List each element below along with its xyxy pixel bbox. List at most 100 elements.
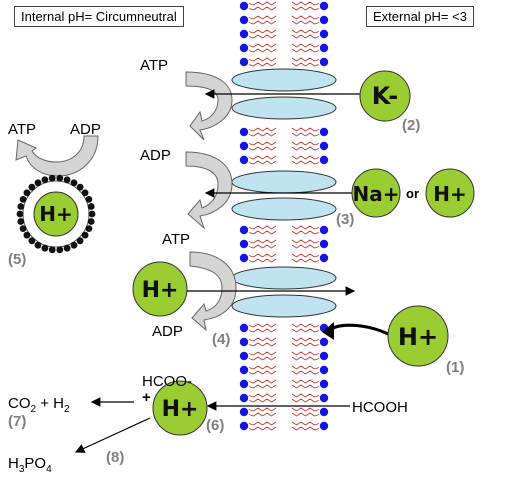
lipid-head	[319, 29, 329, 39]
lipid-tail	[291, 230, 320, 235]
lipid-tail	[248, 365, 277, 370]
lipid-head	[239, 57, 249, 67]
lipid-tail	[248, 132, 277, 137]
lipid-tail	[291, 426, 320, 431]
lipid-tail	[291, 1, 320, 6]
h-ion-circle-formate	[152, 380, 208, 436]
h-ion-label-leak: H+	[398, 323, 438, 351]
lipid-tail	[248, 393, 277, 398]
k-ion-circle	[359, 70, 411, 122]
lipid-tail	[248, 398, 277, 403]
step-number-4: (4)	[212, 331, 230, 348]
lipid-tail	[291, 132, 320, 137]
lipid-head	[319, 225, 329, 235]
vesicle-lipid-head	[85, 196, 93, 203]
vesicle-lipid-head	[34, 241, 42, 249]
channels	[231, 68, 337, 318]
lipid-head	[319, 351, 329, 361]
lipid-tail	[248, 155, 277, 160]
atp-arrow-h	[189, 251, 237, 332]
h-pump-bottom	[231, 294, 337, 318]
lipid-tail	[291, 155, 320, 160]
h-ion-label-vesicle: H+	[39, 202, 73, 226]
vesicle-lipid-head	[81, 189, 89, 197]
lipid-tail	[248, 351, 277, 356]
lipid-tail	[291, 342, 320, 347]
h3po4-arrow	[74, 417, 151, 453]
k-channel-bottom	[231, 96, 337, 120]
lipid-tail	[248, 1, 277, 6]
h-ion-circle-ext	[425, 168, 475, 218]
vesicle-lipid-head	[16, 210, 24, 218]
vesicle-lipid-head	[56, 246, 64, 254]
plus-label: +	[142, 389, 151, 406]
lipid-head	[319, 43, 329, 53]
h-leak-arrowhead	[322, 322, 334, 340]
step-number-8: (8)	[106, 449, 124, 466]
lipid-tail	[291, 323, 320, 328]
external-ph-label: External pH= <3	[366, 6, 474, 27]
vesicle-lipid-head	[56, 174, 64, 182]
lipid-tail	[248, 43, 277, 48]
step-number-2: (2)	[402, 117, 420, 134]
lipid-head	[319, 337, 329, 347]
lipid-tail	[291, 379, 320, 384]
hcoo-label: HCOO-	[142, 373, 192, 390]
lipid-head	[239, 393, 249, 403]
atp-label-1: ATP	[140, 57, 168, 74]
vesicle-lipid-head	[34, 179, 42, 187]
lipid-tail	[291, 29, 320, 34]
lipid-tail	[291, 127, 320, 132]
vesicle-lipid-head	[48, 174, 56, 182]
lipid-tail	[291, 57, 320, 62]
lipid-head	[239, 225, 249, 235]
lipid-tail	[248, 239, 277, 244]
lipid-tail	[291, 398, 320, 403]
lipid-tail	[248, 48, 277, 53]
lipid-tail	[248, 141, 277, 146]
lipid-tail	[248, 337, 277, 342]
vesicle-lipid-head	[76, 237, 84, 245]
lipid-tail	[248, 15, 277, 20]
lipid-tail	[248, 20, 277, 25]
lipid-tail	[248, 230, 277, 235]
ion-labels: K- Na+ or H+ H+ H+ H+ H+	[39, 82, 467, 422]
lipid-head	[319, 127, 329, 137]
internal-ph-label: Internal pH= Circumneutral	[14, 6, 184, 27]
k-channel-top	[231, 68, 337, 92]
vesicle-lipid-head	[17, 203, 25, 210]
lipid-tail	[291, 160, 320, 165]
vesicle-lipid-head	[87, 203, 95, 210]
lipid-tail	[248, 421, 277, 426]
lipid-tail	[248, 258, 277, 263]
step-number-1: (1)	[446, 359, 464, 376]
lipid-tail	[248, 62, 277, 67]
atp-label-vesicle: ATP	[8, 121, 36, 138]
lipid-tail	[291, 146, 320, 151]
h-leak-arrow	[329, 323, 393, 338]
vesicle-lipid-head	[63, 176, 71, 184]
k-ion-label: K-	[372, 82, 398, 110]
lipid-head	[319, 155, 329, 165]
lipid-tail	[291, 421, 320, 426]
lipid-head	[319, 15, 329, 25]
vesicle-lipid-head	[85, 225, 93, 233]
lipid-tail	[248, 244, 277, 249]
na-channel-top	[231, 170, 337, 194]
lipid-tail	[291, 351, 320, 356]
lipid-head	[319, 365, 329, 375]
vesicle	[16, 174, 96, 254]
or-label: or	[406, 186, 419, 201]
lipid-tail	[248, 356, 277, 361]
lipid-head	[239, 127, 249, 137]
hcooh-label: HCOOH	[352, 399, 408, 416]
ion-circles	[132, 70, 475, 436]
lipid-tail	[291, 370, 320, 375]
step-number-5: (5)	[8, 251, 26, 268]
lipid-tail	[248, 127, 277, 132]
lipid-head	[319, 239, 329, 249]
lipid-head	[239, 239, 249, 249]
lipid-tail	[291, 20, 320, 25]
lipid-head	[319, 421, 329, 431]
lipid-tail	[291, 356, 320, 361]
